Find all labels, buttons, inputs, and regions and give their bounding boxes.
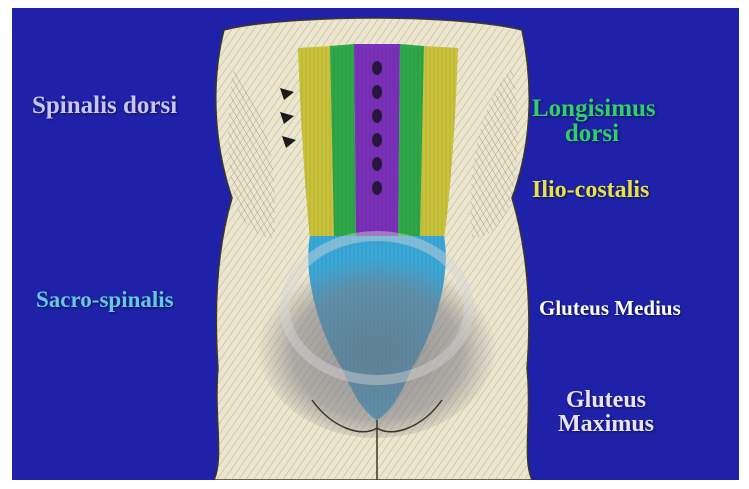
label-gluteus-medius: Gluteus Medius (539, 298, 681, 319)
label-longisimus-line1: Longisimus (532, 96, 652, 121)
label-longisimus-line2: dorsi (532, 121, 652, 146)
label-gluteus-maximus-line1: Gluteus (556, 388, 656, 412)
label-spinalis-dorsi: Spinalis dorsi (32, 93, 177, 118)
label-gluteus-maximus: Gluteus Maximus (556, 388, 656, 436)
label-gluteus-maximus-line2: Maximus (556, 412, 656, 436)
anatomy-panel: Spinalis dorsi Longisimus dorsi Ilio-cos… (12, 8, 739, 480)
label-ilio-costalis: Ilio-costalis (532, 178, 649, 202)
label-longisimus-dorsi: Longisimus dorsi (532, 96, 652, 146)
label-sacro-spinalis: Sacro-spinalis (36, 288, 174, 311)
